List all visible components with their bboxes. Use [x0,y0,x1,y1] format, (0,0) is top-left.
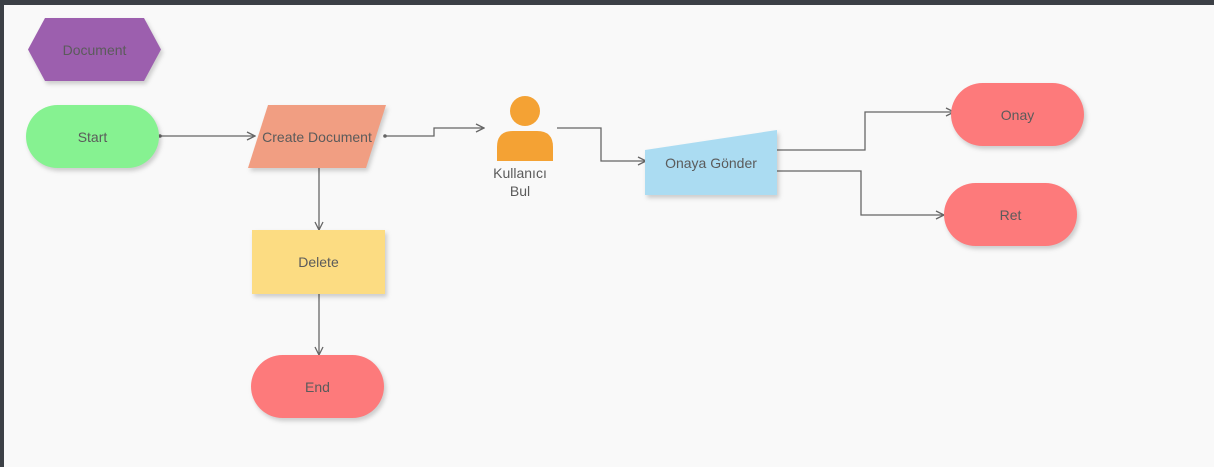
connector-start-to-create-document[interactable] [158,134,255,138]
parallelogram-shape [248,105,386,168]
manual-input-shape [645,130,777,195]
node-start[interactable]: Start [26,105,159,168]
connector-create-document-to-kullanici-bul[interactable] [383,128,484,138]
node-end-label: End [305,378,330,395]
node-onay-label: Onay [1000,106,1035,123]
node-kullanici-bul[interactable]: Kullanıcı Bul [480,95,560,205]
node-onaya-gonder-label: Onaya Gönder [665,154,757,171]
node-create-document-label: Create Document [262,128,372,145]
node-start-label: Start [77,128,108,145]
diagram-canvas[interactable]: Document Start Create Document Kullanıcı… [4,5,1214,467]
node-delete-label: Delete [298,254,339,270]
node-delete[interactable]: Delete [252,230,385,294]
node-onay[interactable]: Onay [951,83,1084,146]
node-end[interactable]: End [251,355,384,418]
node-ret-label: Ret [999,206,1022,223]
node-onaya-gonder[interactable]: Onaya Gönder [645,130,777,195]
node-document-label: Document [62,41,127,58]
connector-onaya-gonder-to-ret[interactable] [777,170,944,215]
connector-onaya-gonder-to-onay[interactable] [777,112,954,151]
node-create-document[interactable]: Create Document [248,105,386,168]
node-document[interactable]: Document [28,18,161,81]
node-kullanici-bul-label: Kullanıcı Bul [493,165,547,199]
user-icon [497,96,553,161]
connector-kullanici-bul-to-onaya-gonder[interactable] [557,127,646,161]
hexagon-shape [28,18,161,81]
node-ret[interactable]: Ret [944,183,1077,246]
